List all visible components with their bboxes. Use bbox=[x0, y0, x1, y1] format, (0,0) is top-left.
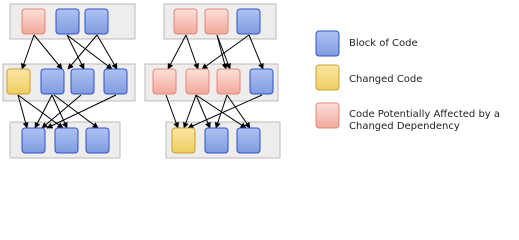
changed-code-block bbox=[315, 64, 340, 91]
block-row bbox=[152, 68, 274, 95]
changed-code-block bbox=[6, 68, 31, 95]
changed-code-block bbox=[171, 127, 196, 154]
right-diagram bbox=[144, 3, 281, 159]
code-block bbox=[236, 8, 261, 35]
left-diagram bbox=[2, 3, 136, 159]
code-block bbox=[70, 68, 95, 95]
affected-code-block bbox=[216, 68, 241, 95]
code-block bbox=[55, 8, 80, 35]
dependency-arrows bbox=[165, 34, 264, 129]
affected-code-block bbox=[173, 8, 198, 35]
affected-code-block bbox=[315, 102, 340, 129]
code-block bbox=[103, 68, 128, 95]
code-block bbox=[54, 127, 79, 154]
code-block bbox=[85, 127, 110, 154]
code-block bbox=[315, 30, 340, 57]
code-block bbox=[249, 68, 274, 95]
code-block bbox=[40, 68, 65, 95]
affected-code-block bbox=[152, 68, 177, 95]
code-block bbox=[236, 127, 261, 154]
block-row bbox=[171, 127, 261, 154]
legend-label-affected: Code Potentially Affected by a Changed D… bbox=[349, 109, 501, 132]
legend-label-changed: Changed Code bbox=[349, 74, 423, 85]
dependency-arrows bbox=[17, 34, 118, 129]
block-row bbox=[173, 8, 261, 35]
block-row bbox=[21, 8, 109, 35]
legend-label-block: Block of Code bbox=[349, 38, 418, 49]
block-row bbox=[6, 68, 128, 95]
affected-code-block bbox=[185, 68, 210, 95]
affected-code-block bbox=[21, 8, 46, 35]
block-row bbox=[21, 127, 110, 154]
legend bbox=[315, 30, 340, 129]
code-block bbox=[84, 8, 109, 35]
code-block bbox=[204, 127, 229, 154]
affected-code-block bbox=[204, 8, 229, 35]
dependency-diagram bbox=[2, 3, 340, 159]
code-block bbox=[21, 127, 46, 154]
